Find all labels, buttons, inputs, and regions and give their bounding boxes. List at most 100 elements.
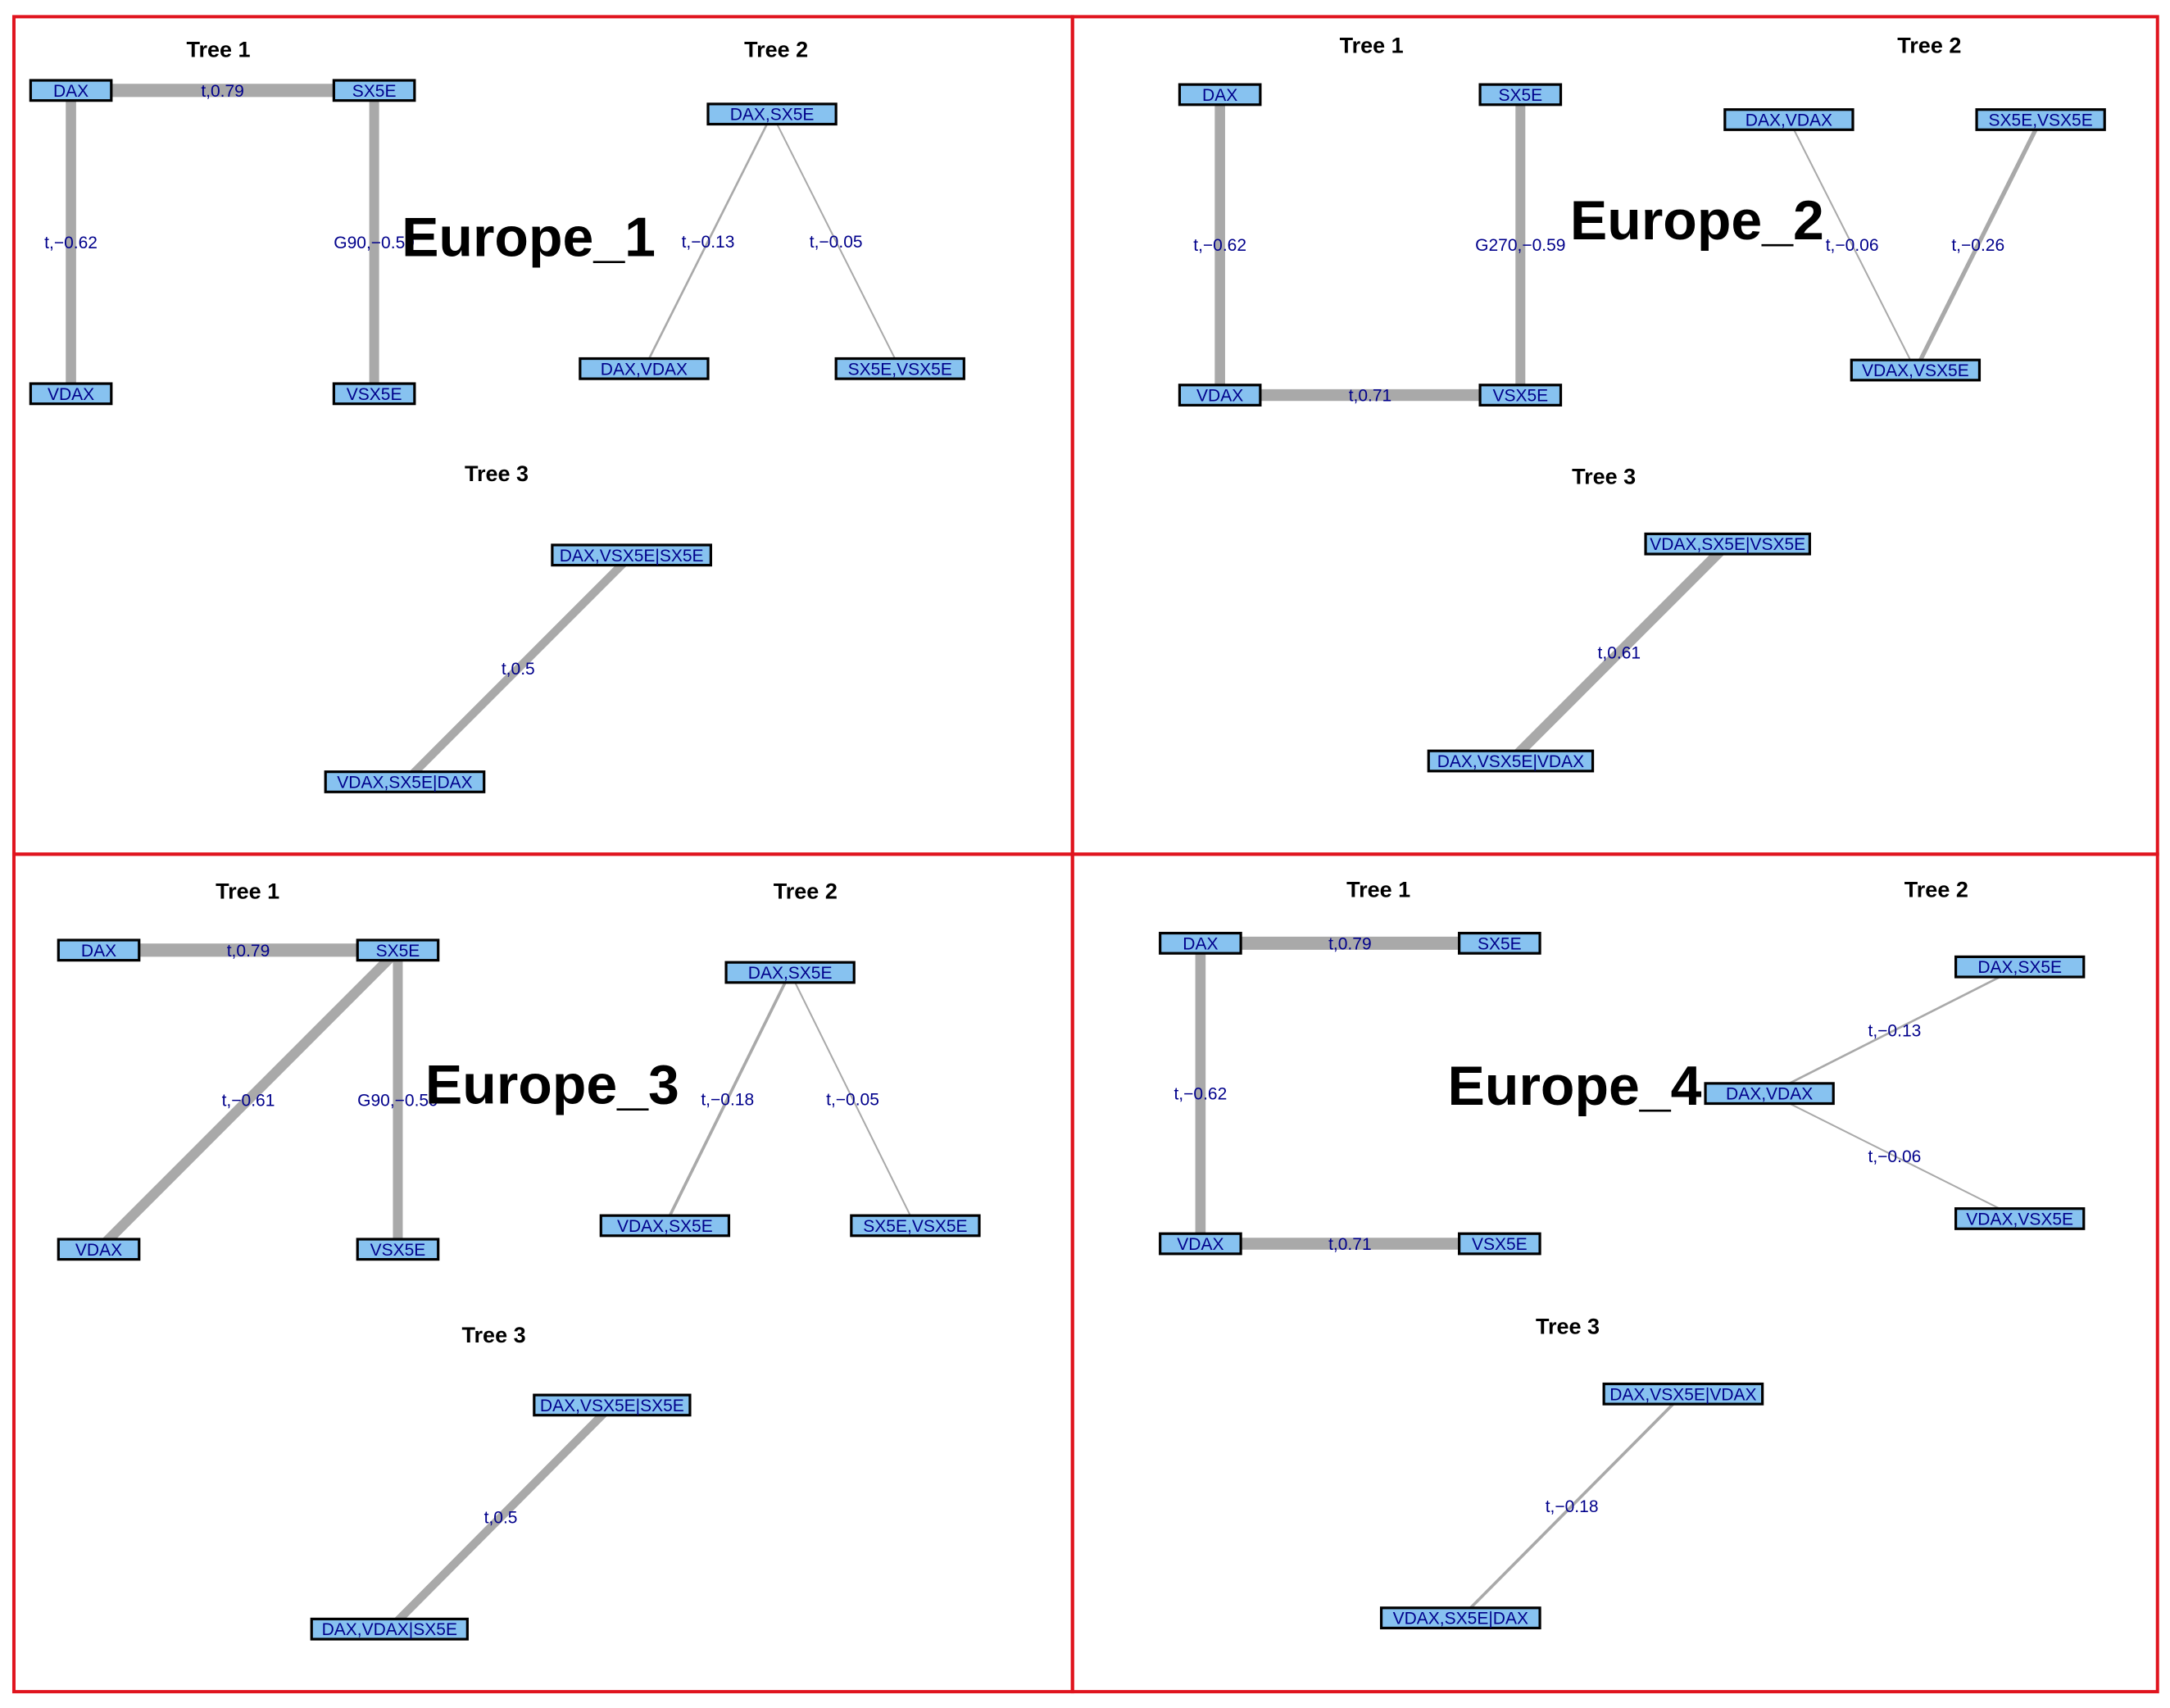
- node-label: VDAX: [75, 1241, 122, 1260]
- node-vsx5e: VSX5E: [1478, 384, 1563, 407]
- node-label: DAX,VSX5E|VDAX: [1609, 1385, 1756, 1404]
- node-label: DAX,VDAX: [1726, 1085, 1813, 1104]
- node-sx5e: SX5E: [332, 79, 416, 102]
- node-dax-vsx5e-vdax: DAX,VSX5E|VDAX: [1602, 1382, 1764, 1406]
- node-label: DAX,VSX5E|SX5E: [540, 1397, 684, 1415]
- node-box: [332, 79, 416, 102]
- node-label: VDAX: [48, 385, 94, 404]
- node-label: DAX: [1183, 934, 1218, 953]
- node-box: [579, 357, 710, 380]
- node-box: [356, 1238, 440, 1261]
- node-box: [1178, 83, 1262, 107]
- edge-label: G90,−0.59: [334, 234, 415, 252]
- edge-sx5e-vsx5e-vdax-vsx5e: [1914, 118, 2043, 371]
- node-box: [57, 1238, 141, 1261]
- node-box: [1954, 955, 2086, 979]
- node-label: VSX5E: [347, 385, 402, 404]
- node-label: DAX: [53, 82, 89, 101]
- node-box: [1850, 358, 1982, 382]
- node-box: [1478, 83, 1563, 107]
- edge-dax-sx5e-vdax-sx5e: [663, 971, 792, 1227]
- edge-label: G90,−0.59: [357, 1091, 438, 1110]
- node-box: [57, 938, 141, 962]
- node-box: [1178, 384, 1262, 407]
- edge-dax-vsx5e-sx5e-vdax-sx5e-dax: [402, 552, 635, 785]
- node-vdax-vsx5e: VDAX,VSX5E: [1954, 1207, 2086, 1230]
- node-label: VDAX,SX5E|DAX: [1393, 1610, 1528, 1629]
- node-dax: DAX: [29, 79, 113, 102]
- node-sx5e: SX5E: [1478, 83, 1563, 107]
- node-label: SX5E,VSX5E: [863, 1217, 967, 1236]
- node-label: VDAX,SX5E|VSX5E: [1650, 535, 1805, 554]
- panel-frame: [1070, 852, 2159, 1694]
- node-vdax-sx5e: VDAX,SX5E: [599, 1214, 731, 1238]
- edge-label: t,−0.18: [701, 1090, 754, 1109]
- node-label: VSX5E: [370, 1241, 426, 1260]
- node-dax-vdax: DAX,VDAX: [1723, 108, 1854, 131]
- node-box: [324, 770, 486, 793]
- node-vdax: VDAX: [57, 1238, 141, 1261]
- node-label: SX5E: [1478, 934, 1522, 953]
- node-label: VSX5E: [1492, 387, 1548, 406]
- node-box: [1159, 931, 1242, 955]
- tree-title: Tree 3: [1572, 465, 1636, 489]
- edge-dax-vsx5e-sx5e-dax-vdax-sx5e: [386, 1401, 615, 1633]
- node-box: [1427, 749, 1595, 773]
- node-box: [332, 382, 416, 406]
- node-box: [29, 382, 113, 406]
- node-box: [1644, 532, 1811, 556]
- node-box: [1602, 1382, 1764, 1406]
- edge-label: t,0.71: [1328, 1235, 1372, 1254]
- node-label: DAX,VSX5E|SX5E: [560, 547, 704, 566]
- edge-label: t,0.71: [1349, 387, 1392, 406]
- node-box: [1379, 1606, 1541, 1630]
- node-label: SX5E: [376, 942, 420, 961]
- node-label: DAX,VDAX: [1746, 111, 1832, 129]
- node-box: [1458, 1232, 1541, 1256]
- node-box: [551, 543, 712, 567]
- node-box: [850, 1214, 981, 1238]
- node-vsx5e: VSX5E: [332, 382, 416, 406]
- tree-3: VDAX,SX5E|VSX5EDAX,VSX5E|VDAXt,0.61Tree …: [1427, 465, 1811, 773]
- node-label: DAX,SX5E: [730, 106, 815, 125]
- node-sx5e-vsx5e: SX5E,VSX5E: [834, 357, 965, 380]
- node-label: DAX,SX5E: [748, 964, 833, 983]
- tree-title: Tree 2: [1897, 33, 1961, 57]
- tree-2: DAX,SX5EDAX,VDAXVDAX,VSX5Et,−0.13t,−0.06…: [1704, 878, 2086, 1230]
- panel-title: Europe_2: [1570, 189, 1824, 252]
- tree-title: Tree 3: [465, 461, 529, 486]
- node-box: [1478, 384, 1563, 407]
- node-box: [1159, 1232, 1242, 1256]
- node-box: [599, 1214, 731, 1238]
- edge-label: t,−0.62: [44, 234, 98, 252]
- node-sx5e-vsx5e: SX5E,VSX5E: [1975, 108, 2106, 131]
- node-label: DAX,VDAX|SX5E: [322, 1620, 457, 1639]
- node-dax: DAX: [1178, 83, 1262, 107]
- node-vdax-vsx5e: VDAX,VSX5E: [1850, 358, 1982, 382]
- tree-title: Tree 2: [774, 879, 838, 903]
- edge-label: t,0.79: [201, 82, 244, 101]
- edge-label: t,−0.06: [1868, 1147, 1922, 1166]
- node-dax-sx5e: DAX,SX5E: [706, 102, 838, 126]
- node-vdax: VDAX: [1159, 1232, 1242, 1256]
- node-box: [834, 357, 965, 380]
- node-box: [1723, 108, 1854, 131]
- edge-label: t,−0.26: [1951, 236, 2004, 255]
- node-label: VDAX,SX5E: [617, 1217, 713, 1236]
- panel-title: Europe_1: [402, 207, 656, 269]
- node-label: DAX: [81, 942, 116, 961]
- node-label: VDAX,VSX5E: [1966, 1210, 2073, 1229]
- edge-label: t,0.61: [1598, 644, 1641, 663]
- node-label: SX5E: [1498, 86, 1542, 105]
- node-box: [29, 79, 113, 102]
- node-box: [706, 102, 838, 126]
